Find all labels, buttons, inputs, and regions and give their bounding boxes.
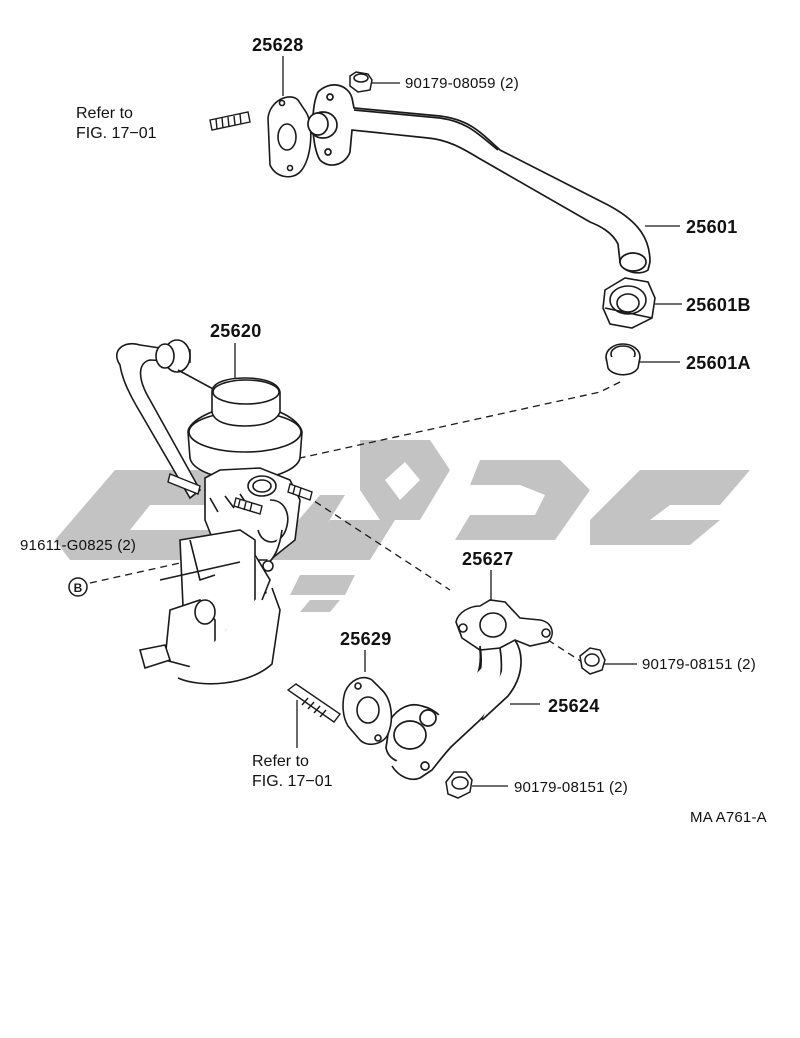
refer-top-line2: FIG. 17−01 — [76, 125, 157, 142]
bolt-90179-08059 — [349, 71, 373, 93]
figure-code: MA A761-A — [690, 809, 767, 826]
pipe-25624 — [385, 639, 522, 781]
refer-bottom-line1: Refer to — [252, 753, 309, 770]
marker-b: B — [68, 577, 88, 597]
marker-b-text: B — [74, 581, 83, 595]
stud-top — [209, 111, 251, 131]
gasket-25629 — [342, 676, 393, 746]
label-25601a: 25601A — [686, 353, 751, 373]
label-25629: 25629 — [340, 629, 392, 649]
label-25601b: 25601B — [686, 295, 751, 315]
stud-bottom — [286, 683, 341, 723]
ring-25601a — [605, 343, 641, 376]
label-25628: 25628 — [252, 35, 304, 55]
egr-pipe-25601 — [307, 84, 651, 274]
label-90179-08151-bottom: 90179-08151 (2) — [514, 779, 628, 796]
label-25624: 25624 — [548, 696, 600, 716]
refer-top-line1: Refer to — [76, 105, 133, 122]
label-25601: 25601 — [686, 217, 738, 237]
gasket-25627 — [455, 599, 553, 651]
label-90179-08059: 90179-08059 (2) — [405, 75, 519, 92]
label-91611-g0825: 91611-G0825 (2) — [20, 537, 137, 554]
watermark-logo — [55, 440, 750, 612]
label-25620: 25620 — [210, 321, 262, 341]
egr-valve-25620 — [116, 339, 303, 685]
label-25627: 25627 — [462, 549, 514, 569]
nut-90179-08151-bottom — [445, 771, 473, 799]
leader-lines — [234, 56, 682, 787]
refer-bottom: Refer to FIG. 17−01 — [252, 752, 333, 792]
label-90179-08151-right: 90179-08151 (2) — [642, 656, 756, 673]
refer-bottom-line2: FIG. 17−01 — [252, 773, 333, 790]
refer-top: Refer to FIG. 17−01 — [76, 104, 157, 144]
nut-25601b — [602, 277, 656, 329]
bolt-91611-g0825 — [167, 473, 313, 515]
nut-90179-08151-right — [579, 647, 606, 675]
gasket-25628 — [267, 96, 312, 178]
